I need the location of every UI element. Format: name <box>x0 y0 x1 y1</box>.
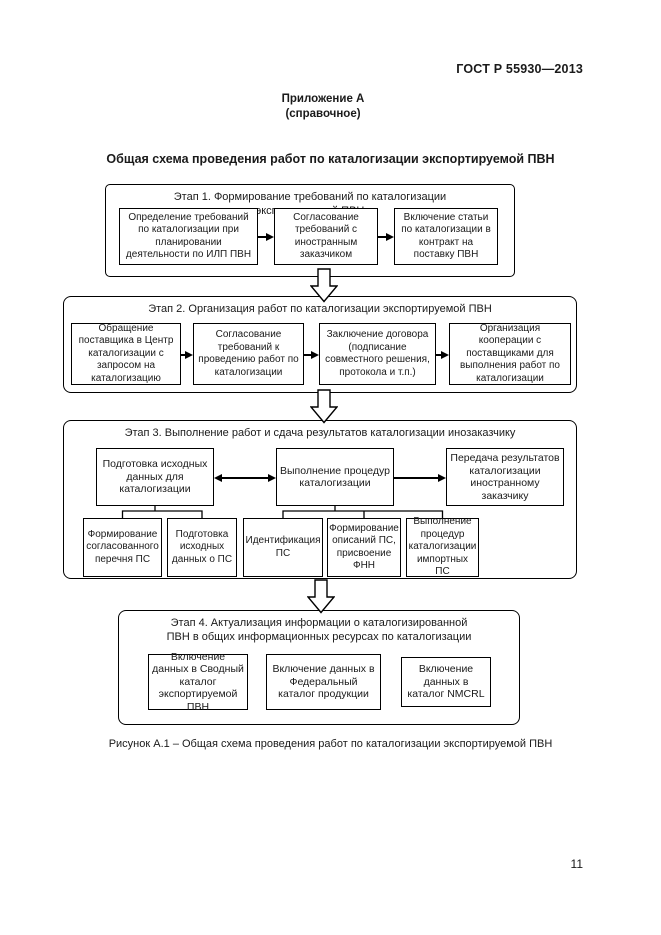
flow-box: Подготовка исходных данных для каталогиз… <box>96 448 214 506</box>
stage-1-container: Этап 1. Формирование требований по катал… <box>105 184 515 277</box>
flow-box: Передача результатов каталогизации иност… <box>446 448 564 506</box>
flow-box: Формирование описаний ПС, присвоение ФНН <box>327 518 401 577</box>
standard-number: ГОСТ Р 55930—2013 <box>456 62 583 76</box>
appendix-label: Приложение А <box>281 93 365 105</box>
flow-box: Заключение договора (подписание совместн… <box>319 323 436 385</box>
stage-2-title: Этап 2. Организация работ по каталогизац… <box>148 303 492 315</box>
right-arrow-icon <box>181 350 193 359</box>
flow-box: Определение требований по каталогизации … <box>119 208 258 265</box>
down-block-arrow-icon <box>306 579 336 614</box>
flow-box: Согласование требований с иностранным за… <box>274 208 378 265</box>
flow-box: Обращение поставщика в Центр каталогизац… <box>71 323 181 385</box>
flow-box: Согласование требований к проведению раб… <box>193 323 304 385</box>
down-block-arrow-icon <box>309 268 339 303</box>
right-arrow-icon <box>304 350 319 359</box>
flow-box: Включение данных в каталог NMCRL <box>401 657 491 707</box>
page-number: 11 <box>570 857 583 871</box>
flow-box: Организация кооперации с поставщиками дл… <box>449 323 571 385</box>
stage-4-container: Этап 4. Актуализация информации о катало… <box>118 610 520 725</box>
page-title: Общая схема проведения работ по каталоги… <box>106 152 555 166</box>
right-arrow-icon <box>378 232 394 241</box>
flow-box: Включение статьи по каталогизации в конт… <box>394 208 498 265</box>
double-arrow-icon <box>214 473 276 482</box>
figure-caption: Рисунок А.1 – Общая схема проведения раб… <box>108 738 553 750</box>
flow-box: Формирование согласованного перечня ПС <box>83 518 162 577</box>
appendix-heading: Приложение А (справочное) <box>0 92 646 122</box>
flow-box: Включение данных в Сводный каталог экспо… <box>148 651 248 713</box>
flow-box: Идентификация ПС <box>243 518 323 577</box>
flow-box: Выполнение процедур каталогизации импорт… <box>406 516 479 577</box>
right-arrow-icon <box>436 350 449 359</box>
stage-3-container: Этап 3. Выполнение работ и сдача результ… <box>63 420 577 579</box>
flow-box: Выполнение процедур каталогизации <box>276 448 394 506</box>
stage-3-title: Этап 3. Выполнение работ и сдача результ… <box>124 427 516 439</box>
stage-2-container: Этап 2. Организация работ по каталогизац… <box>63 296 577 393</box>
flow-box: Подготовка исходных данных о ПС <box>167 518 237 577</box>
flow-box: Включение данных в Федеральный каталог п… <box>266 654 381 710</box>
right-arrow-icon <box>258 232 274 241</box>
down-block-arrow-icon <box>309 389 339 424</box>
stage-4-title: Этап 4. Актуализация информации о катало… <box>166 617 472 643</box>
appendix-note: (справочное) <box>285 108 361 120</box>
right-arrow-icon <box>394 473 446 482</box>
